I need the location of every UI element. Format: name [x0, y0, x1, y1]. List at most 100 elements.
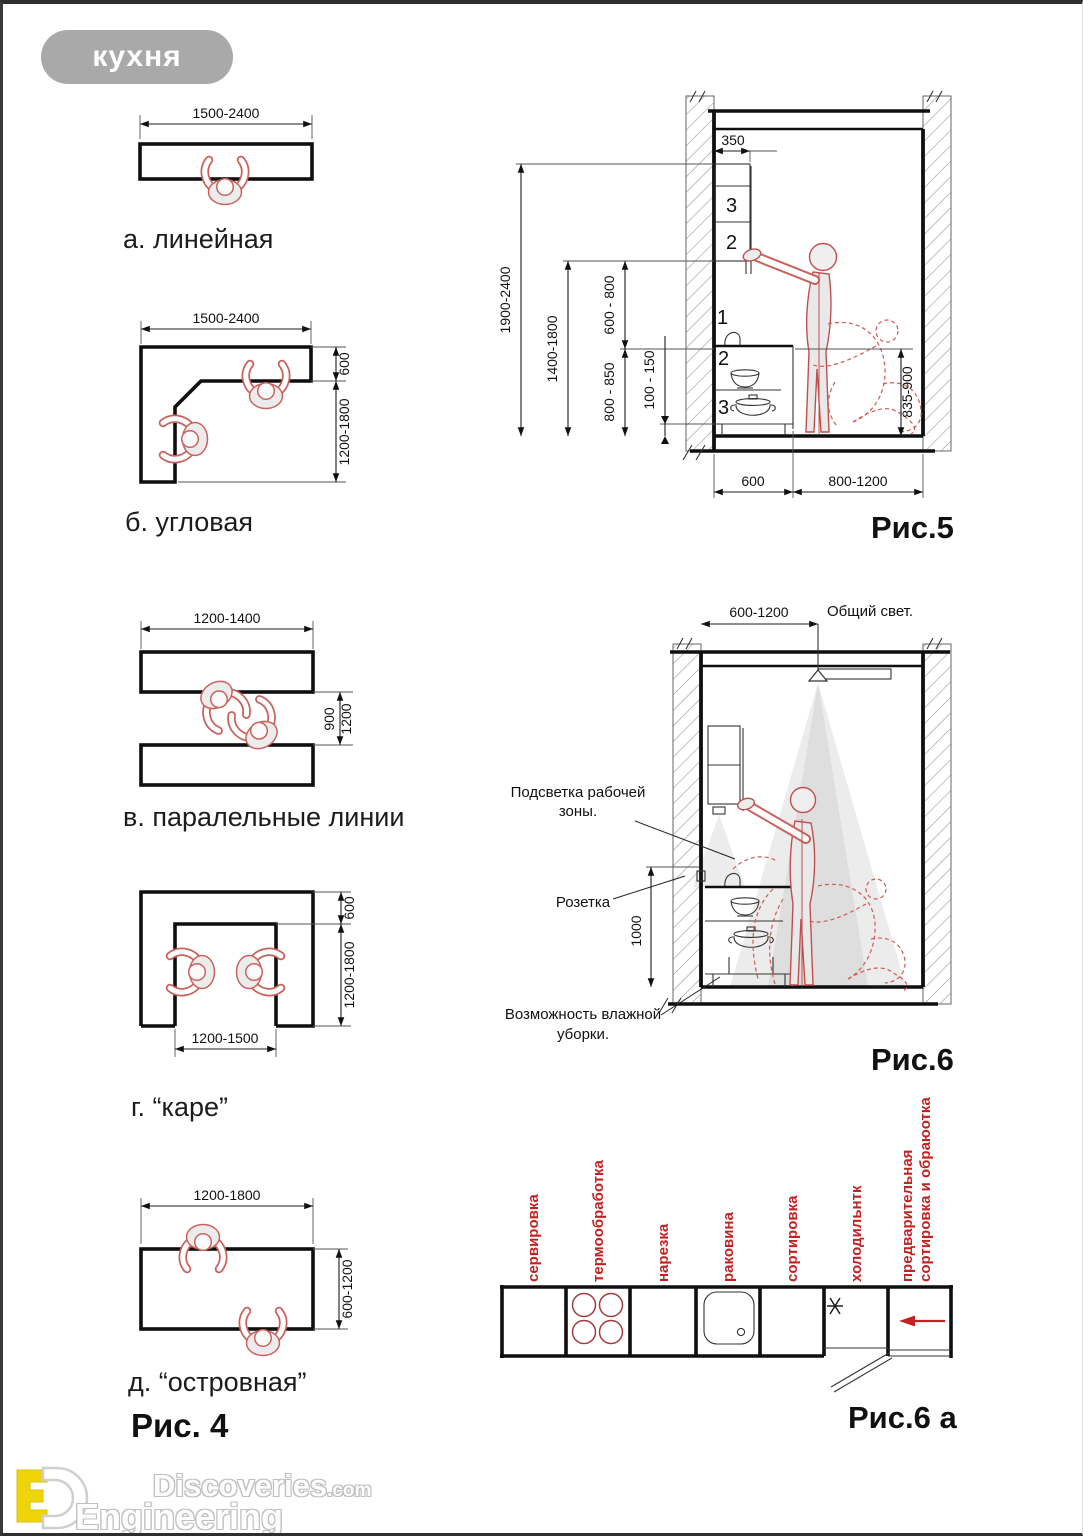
dim-light-offset: 600-1200	[729, 604, 788, 620]
person-top-view	[228, 697, 285, 756]
dim-socket-height: 1000	[628, 915, 644, 946]
callout-wall-mid: 2	[726, 232, 737, 254]
dim-linear-width: 1500-2400	[193, 105, 260, 121]
plan-linear-caption: а. линейная	[123, 224, 274, 254]
logo-d-shape	[41, 1466, 89, 1530]
label-general-light: Общий свет.	[827, 603, 913, 620]
brand-name: Discoveries.com	[153, 1468, 371, 1504]
person-top-view	[205, 160, 245, 205]
plan-corner-caption: б. угловая	[125, 507, 253, 537]
dim-parallel-width: 1200-1400	[194, 610, 261, 626]
dim-kare-aisle: 1200-1800	[341, 941, 357, 1008]
counter-run	[138, 142, 314, 181]
island-counter	[139, 1247, 315, 1331]
wall-break-marks	[676, 637, 943, 650]
dim-kare-opening: 1200-1500	[192, 1030, 259, 1046]
zone-label-prep-1: предварительная	[899, 1150, 916, 1282]
plan-kare-drawing: 600 1200-1800 1200-1500	[139, 890, 357, 1057]
counter-row	[500, 1285, 953, 1358]
dim-island-depth: 600-1200	[339, 1259, 355, 1318]
dim-counter-height: 800 - 850	[601, 362, 617, 421]
dim-total-height: 1900-2400	[497, 266, 513, 333]
brand-discoveries: Discoveries	[153, 1468, 328, 1503]
person-standing	[742, 242, 838, 434]
callout-wall-top: 3	[726, 195, 737, 217]
dim-kare-depth: 600	[341, 896, 357, 920]
right-wall	[922, 643, 952, 1005]
dim-reach-height: 835-900	[899, 366, 915, 418]
zone-label-serving: сервировка	[525, 1194, 542, 1282]
wall-break-marks	[689, 90, 943, 103]
person-top-view	[163, 419, 208, 459]
person-top-view	[246, 364, 286, 409]
label-wet-cleaning-1: Возможность влажной	[505, 1006, 661, 1023]
right-wall	[922, 95, 952, 452]
label-work-light-2: зоны.	[559, 803, 597, 820]
left-wall	[685, 95, 715, 452]
u-counter-inner	[173, 922, 278, 1026]
zone-label-cutting: нарезка	[655, 1223, 672, 1282]
dim-parallel-gap-min: 900	[321, 707, 337, 731]
fridge-asterisk-icon	[827, 1297, 843, 1315]
base-counter	[715, 344, 794, 436]
zone-label-sorting: сортировка	[784, 1195, 801, 1282]
light-cone-main	[730, 683, 906, 987]
faucet	[724, 331, 741, 347]
socket	[696, 870, 706, 882]
dim-corner-aisle: 1200-1800	[336, 398, 352, 465]
stove-burners	[571, 1292, 624, 1345]
label-socket: Розетка	[556, 894, 611, 911]
door-leaf	[830, 1352, 893, 1393]
fig5-caption: Рис.5	[871, 510, 954, 545]
sink	[703, 1291, 755, 1345]
person-standing	[737, 786, 817, 986]
plan-parallel-drawing: 1200-1400 900 1200	[139, 610, 354, 787]
dim-cabinet-depth: 350	[721, 132, 745, 148]
left-wall	[672, 643, 702, 1005]
fig6a-caption: Рис.6 а	[848, 1400, 957, 1435]
label-wet-cleaning-2: уборки.	[557, 1026, 609, 1043]
zone-label-sink: раковина	[720, 1212, 737, 1282]
counter-run-bottom	[139, 743, 315, 787]
u-counter-outer	[139, 890, 315, 1028]
faucet	[724, 872, 741, 888]
fig4-caption: Рис. 4	[131, 1407, 229, 1444]
zone-label-fridge: холодильнтк	[848, 1185, 865, 1282]
ceiling-lamp	[807, 668, 892, 682]
dim-splash-height: 600 - 800	[601, 275, 617, 334]
brand-engineering: Engineering	[75, 1496, 284, 1536]
person-top-view	[243, 1311, 283, 1356]
plan-island-drawing: 1200-1800 600-1200	[139, 1187, 355, 1364]
title-badge: кухня	[41, 30, 233, 84]
entry-arrow-icon	[899, 1315, 945, 1327]
fig6-caption: Рис.6	[871, 1042, 954, 1077]
plan-island-caption: д. “островная”	[128, 1367, 307, 1397]
dim-aisle-width: 800-1200	[828, 473, 887, 489]
work-light-fixture	[712, 806, 726, 815]
label-work-light-1: Подсветка рабочей	[511, 784, 646, 801]
plan-linear-drawing: 1500-2400	[138, 105, 314, 229]
callout-counter: 2	[718, 348, 729, 370]
plan-kare-caption: г. “каре”	[131, 1092, 228, 1122]
fig6a-plan-drawing: сервировка термообработка нарезка ракови…	[500, 1097, 953, 1393]
corner-counter	[139, 345, 313, 484]
callout-pot: 3	[718, 397, 729, 419]
dim-island-width: 1200-1800	[194, 1187, 261, 1203]
dim-cabinet-bottom-height: 1400-1800	[544, 315, 560, 382]
brand-logo-icon	[16, 1466, 89, 1530]
wall-cabinet	[707, 725, 744, 815]
leader-wet-cleaning	[660, 976, 721, 1016]
light-cone-worklight	[693, 815, 745, 887]
brand-com: .com	[327, 1480, 372, 1501]
dim-corner-width: 1500-2400	[193, 310, 260, 326]
plan-parallel-caption: в. паралельные линии	[123, 802, 405, 832]
floor-break-marks	[682, 444, 706, 461]
dim-corner-depth: 600	[336, 352, 352, 376]
zone-label-prep-2: сортировка и обраюотка	[917, 1097, 934, 1282]
plan-corner-drawing: 1500-2400 600 1200-1800	[139, 310, 352, 484]
person-bending-dashed	[732, 856, 908, 992]
callout-faucet: 1	[717, 307, 728, 329]
dim-toe-height: 100 - 150	[641, 350, 657, 409]
leader-socket	[612, 875, 686, 900]
